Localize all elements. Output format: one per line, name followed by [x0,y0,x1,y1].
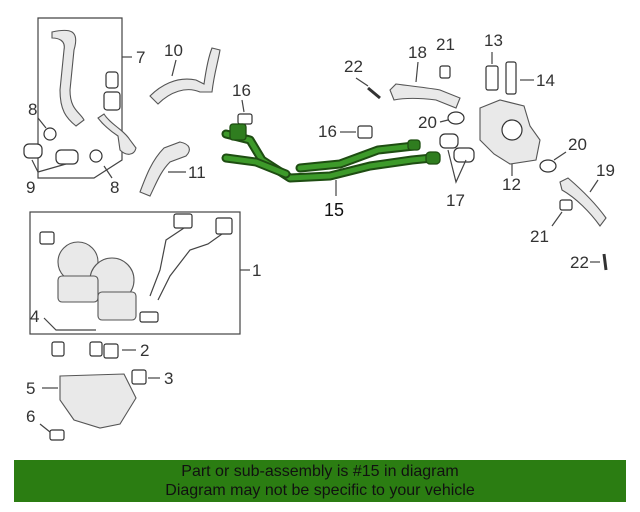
valve-12-detail [501,119,523,141]
leader-21-bottom [551,211,563,227]
callout-2: 2 [140,341,149,360]
callout-19: 19 [596,161,615,180]
callout-8-bottom: 8 [110,178,119,197]
hose-7 [51,29,85,127]
callout-8-top: 8 [28,100,37,119]
bolt-13 [485,65,499,91]
hose-17-a [439,133,459,149]
callout-15: 15 [324,200,344,220]
pump-body [57,275,99,303]
bolt-16-top [237,113,253,125]
connector-right [215,217,233,235]
bolt-21-bottom [559,199,573,211]
callout-17: 17 [446,191,465,210]
bolt-16-mid [357,125,373,139]
callout-22-top: 22 [344,57,363,76]
hose-17-b [453,147,475,163]
leader-22-top [355,77,369,87]
callout-20-right: 20 [568,135,587,154]
leader-20-right [553,151,567,161]
leader-18 [415,61,419,83]
leader-19 [589,179,599,193]
callout-10: 10 [164,41,183,60]
pin-22-bottom [602,253,608,271]
banner-line-1: Part or sub-assembly is #15 in diagram [181,463,459,480]
callout-16-mid: 16 [318,122,337,141]
leader-4 [43,317,96,331]
bracket-5 [59,373,137,429]
bracket-clip-a [39,231,55,245]
callout-21-bottom: 21 [530,227,549,246]
callout-20-left: 20 [418,113,437,132]
hose-9-a [23,143,43,159]
callout-18: 18 [408,43,427,62]
callout-11: 11 [188,163,206,182]
clamp-part [105,71,119,89]
callout-4: 4 [30,307,39,326]
callout-21-top: 21 [436,35,455,54]
leader-17 [447,149,467,184]
clamp-part-b [103,91,121,111]
gasket-20-left [447,111,465,125]
leader-10 [171,59,177,77]
banner-line-2: Diagram may not be specific to your vehi… [165,482,475,499]
callout-14: 14 [536,71,555,90]
hose-11 [139,141,190,197]
group-box-1 [29,211,241,335]
callout-3: 3 [164,369,173,388]
clamp-8-top [43,127,57,141]
fitting-3 [131,369,147,385]
bracket-clip-b [139,311,159,323]
clamp-8-bottom [89,149,103,163]
pipe-19 [559,177,607,227]
hose-7b [97,113,137,155]
bolt-14 [505,61,517,95]
fitting-4-a [51,341,65,357]
fitting-2 [103,343,119,359]
highlighted-part-15[interactable] [221,123,441,183]
bolt-21-top [439,65,451,79]
callout-9: 9 [26,178,35,197]
bolt-6 [49,429,65,441]
pin-22-top [367,86,381,100]
callout-1: 1 [252,261,261,280]
pipe-18 [389,83,461,109]
leader-6 [39,423,51,433]
leader-20-left [439,119,449,123]
gasket-20-right [539,159,557,173]
fitting-4-b [89,341,103,357]
callout-12: 12 [502,175,521,194]
connector-top [173,213,193,229]
info-banner: Part or sub-assembly is #15 in diagram D… [14,460,626,502]
callout-5: 5 [26,379,35,398]
wire-harness [149,227,223,301]
callout-7: 7 [136,48,145,67]
callout-22-bottom: 22 [570,253,589,272]
leader-16-top [241,99,245,113]
callout-6: 6 [26,407,35,426]
leader-8-bottom [103,165,113,179]
leader-9 [31,159,67,173]
hose-9-b [55,149,79,165]
pump-body-b [97,291,137,321]
hose-10 [149,47,221,105]
callout-16-top: 16 [232,81,251,100]
callout-13: 13 [484,31,503,50]
leader-8-top [37,117,47,129]
